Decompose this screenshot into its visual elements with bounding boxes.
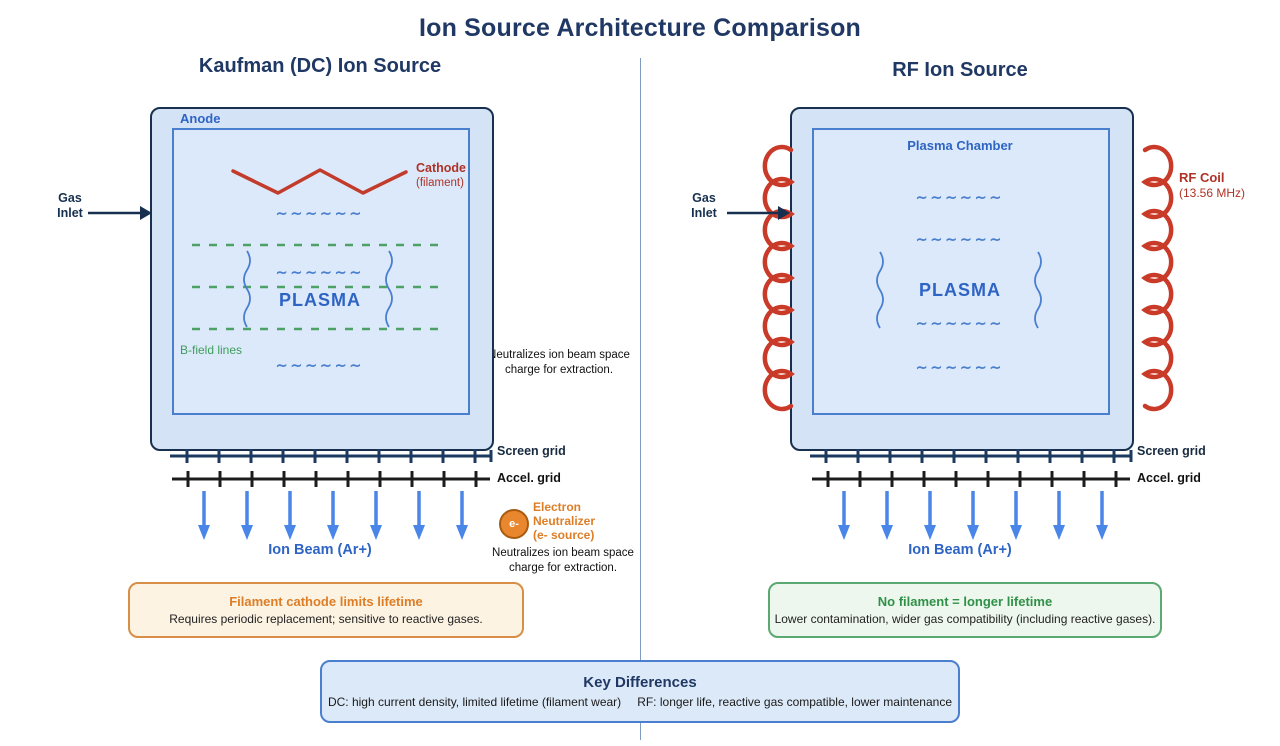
rf-advantage-note: No filament = longer lifetime Lower cont… <box>768 582 1162 638</box>
rf-screen-grid-label: Screen grid <box>1137 444 1206 458</box>
stray-note-line2: charge for extraction. <box>504 364 614 376</box>
rf-gas-inlet-label: Gas Inlet <box>674 191 734 221</box>
rf-accel-grid-label: Accel. grid <box>1137 471 1201 485</box>
kaufman-note-title: Filament cathode limits lifetime <box>229 594 423 609</box>
rf-coil-left <box>762 144 795 412</box>
key-differences-body: DC: high current density, limited lifeti… <box>328 695 952 709</box>
rf-note-body: Lower contamination, wider gas compatibi… <box>774 612 1156 626</box>
rf-chamber-inner-wall <box>812 128 1110 415</box>
plasma-wave-row: ∼∼∼∼∼∼ <box>915 189 1005 205</box>
center-divider <box>640 58 641 740</box>
kaufman-screen-grid <box>170 449 493 463</box>
plasma-wave-row: ∼∼∼∼∼∼ <box>275 357 365 373</box>
rf-screen-grid <box>810 449 1133 463</box>
kaufman-accel-grid-label: Accel. grid <box>497 471 561 485</box>
rf-note-title: No filament = longer lifetime <box>877 594 1053 609</box>
neutralizer-note-line1: Neutralizes ion beam space <box>492 547 634 559</box>
electron-symbol: e- <box>509 518 519 530</box>
electron-neutralizer-icon: e- <box>499 509 529 539</box>
kaufman-screen-grid-label: Screen grid <box>497 444 566 458</box>
neutralizer-note-line2: charge for extraction. <box>508 562 618 574</box>
rf-coil-label: RF Coil <box>1179 170 1225 185</box>
kaufman-note-body: Requires periodic replacement; sensitive… <box>169 612 483 626</box>
kaufman-ion-beam-arrows <box>198 491 468 540</box>
cathode-label: Cathode <box>416 161 466 175</box>
rf-section-title: RF Ion Source <box>892 59 1028 81</box>
rf-plasma-chamber <box>790 107 1134 451</box>
neutralizer-note: Neutralizes ion beam space charge for ex… <box>483 546 643 576</box>
rf-plasma-label: PLASMA <box>919 280 1001 300</box>
neutralizer-name-line3: (e- source) <box>533 528 595 542</box>
rf-ion-beam-arrows <box>838 491 1108 540</box>
rf-gas-inlet-arrow <box>727 206 790 220</box>
kaufman-gas-inlet-label: Gas Inlet <box>40 191 100 221</box>
key-dc-summary: DC: high current density, limited lifeti… <box>327 695 622 709</box>
kaufman-accel-grid <box>172 471 490 487</box>
gas-label-line2: Inlet <box>691 206 717 220</box>
page-title: Ion Source Architecture Comparison <box>418 14 862 42</box>
cathode-sublabel: (filament) <box>416 177 464 189</box>
neutralizer-name-line2: Neutralizer <box>533 514 596 528</box>
key-rf-summary: RF: longer life, reactive gas compatible… <box>637 695 953 709</box>
rf-coil-frequency: (13.56 MHz) <box>1179 186 1246 200</box>
gas-label-line1: Gas <box>58 191 82 205</box>
key-differences-title: Key Differences <box>583 674 697 691</box>
stray-note-line1: Neutralizes ion beam space <box>488 349 630 361</box>
rf-coil-right <box>1141 144 1174 412</box>
plasma-wave-row: ∼∼∼∼∼∼ <box>275 205 365 221</box>
bfield-lines-label: B-field lines <box>180 343 243 357</box>
rf-accel-grid <box>812 471 1130 487</box>
kaufman-ion-beam-label: Ion Beam (Ar+) <box>268 542 372 558</box>
plasma-wave-row: ∼∼∼∼∼∼ <box>915 315 1005 331</box>
gas-label-line1: Gas <box>692 191 716 205</box>
kaufman-plasma-label: PLASMA <box>279 290 361 310</box>
kaufman-section-title: Kaufman (DC) Ion Source <box>198 55 442 77</box>
rf-ion-beam-label: Ion Beam (Ar+) <box>908 542 1012 558</box>
plasma-wave-row: ∼∼∼∼∼∼ <box>915 359 1005 375</box>
anode-label: Anode <box>180 111 221 126</box>
key-differences-box: Key Differences DC: high current density… <box>320 660 960 723</box>
plasma-wave-row: ∼∼∼∼∼∼ <box>915 231 1005 247</box>
kaufman-limitation-note: Filament cathode limits lifetime Require… <box>128 582 524 638</box>
neutralizer-name-line1: Electron <box>533 500 582 514</box>
gas-label-line2: Inlet <box>57 206 83 220</box>
electron-neutralizer-label: Electron Neutralizer (e- source) <box>533 500 595 542</box>
plasma-wave-row: ∼∼∼∼∼∼ <box>275 264 365 280</box>
plasma-chamber-label: Plasma Chamber <box>907 138 1013 153</box>
stray-neutralizer-note: Neutralizes ion beam space charge for ex… <box>479 348 639 378</box>
